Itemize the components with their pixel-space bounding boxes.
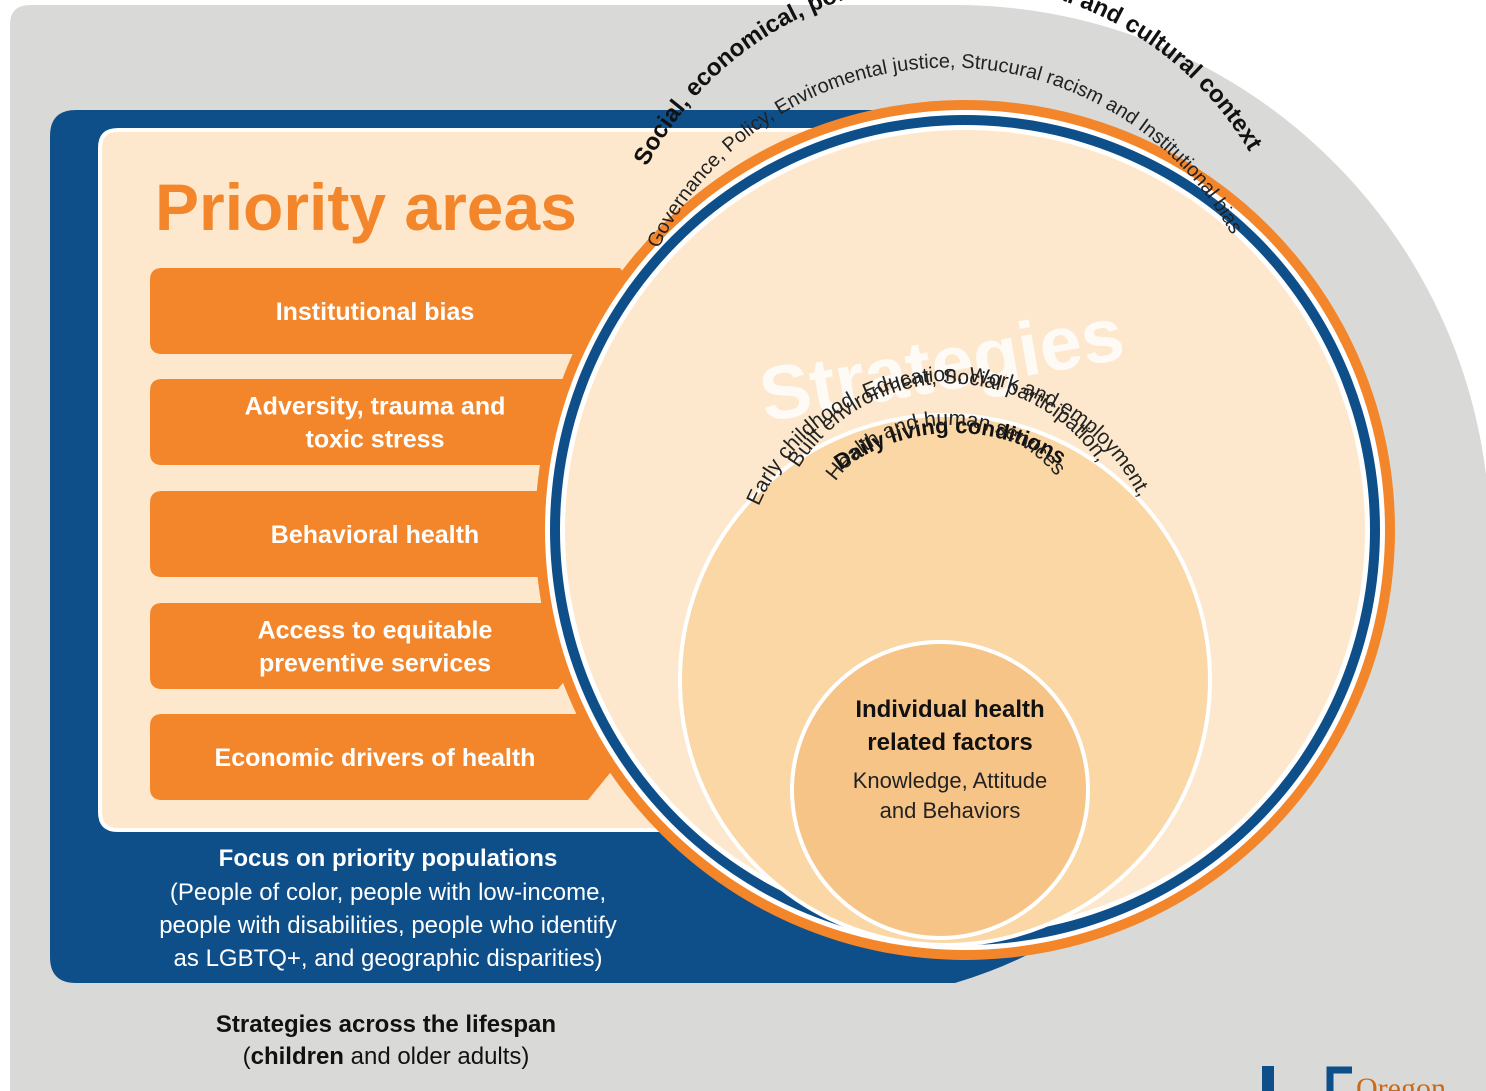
priority-bar [150,714,623,800]
oregon-logo: Oregon [1262,1066,1446,1091]
priority-bar-label: toxic stress [306,426,445,454]
lifespan-heading: Strategies across the lifespan [216,1011,556,1038]
lifespan-sub: (children and older adults) [243,1043,530,1070]
individual-heading-2: related factors [867,729,1032,756]
populations-heading: Focus on priority populations [219,845,558,872]
priority-bar-label: Institutional bias [276,298,475,326]
priority-bar-label: Economic drivers of health [215,744,536,772]
logo-text: Oregon [1356,1072,1446,1091]
individual-detail-2: and Behaviors [880,798,1021,823]
priority-bar-label: Adversity, trauma and [245,393,506,421]
priority-bar [150,268,655,354]
priority-bar [150,491,591,577]
individual-heading-1: Individual health [855,696,1044,723]
populations-line-2: people with disabilities, people who ide… [159,912,617,939]
priority-areas-title: Priority areas [155,170,577,244]
priority-bar-label: Access to equitable [258,617,493,645]
priority-bar [150,603,593,689]
populations-line-3: as LGBTQ+, and geographic disparities) [174,945,603,972]
priority-bar-label: preventive services [259,650,491,678]
individual-detail-1: Knowledge, Attitude [853,768,1047,793]
populations-line-1: (People of color, people with low-income… [170,879,606,906]
individual-factors-circle [790,640,1090,940]
priority-bar-label: Behavioral health [271,521,479,549]
priority-bar [150,379,617,465]
